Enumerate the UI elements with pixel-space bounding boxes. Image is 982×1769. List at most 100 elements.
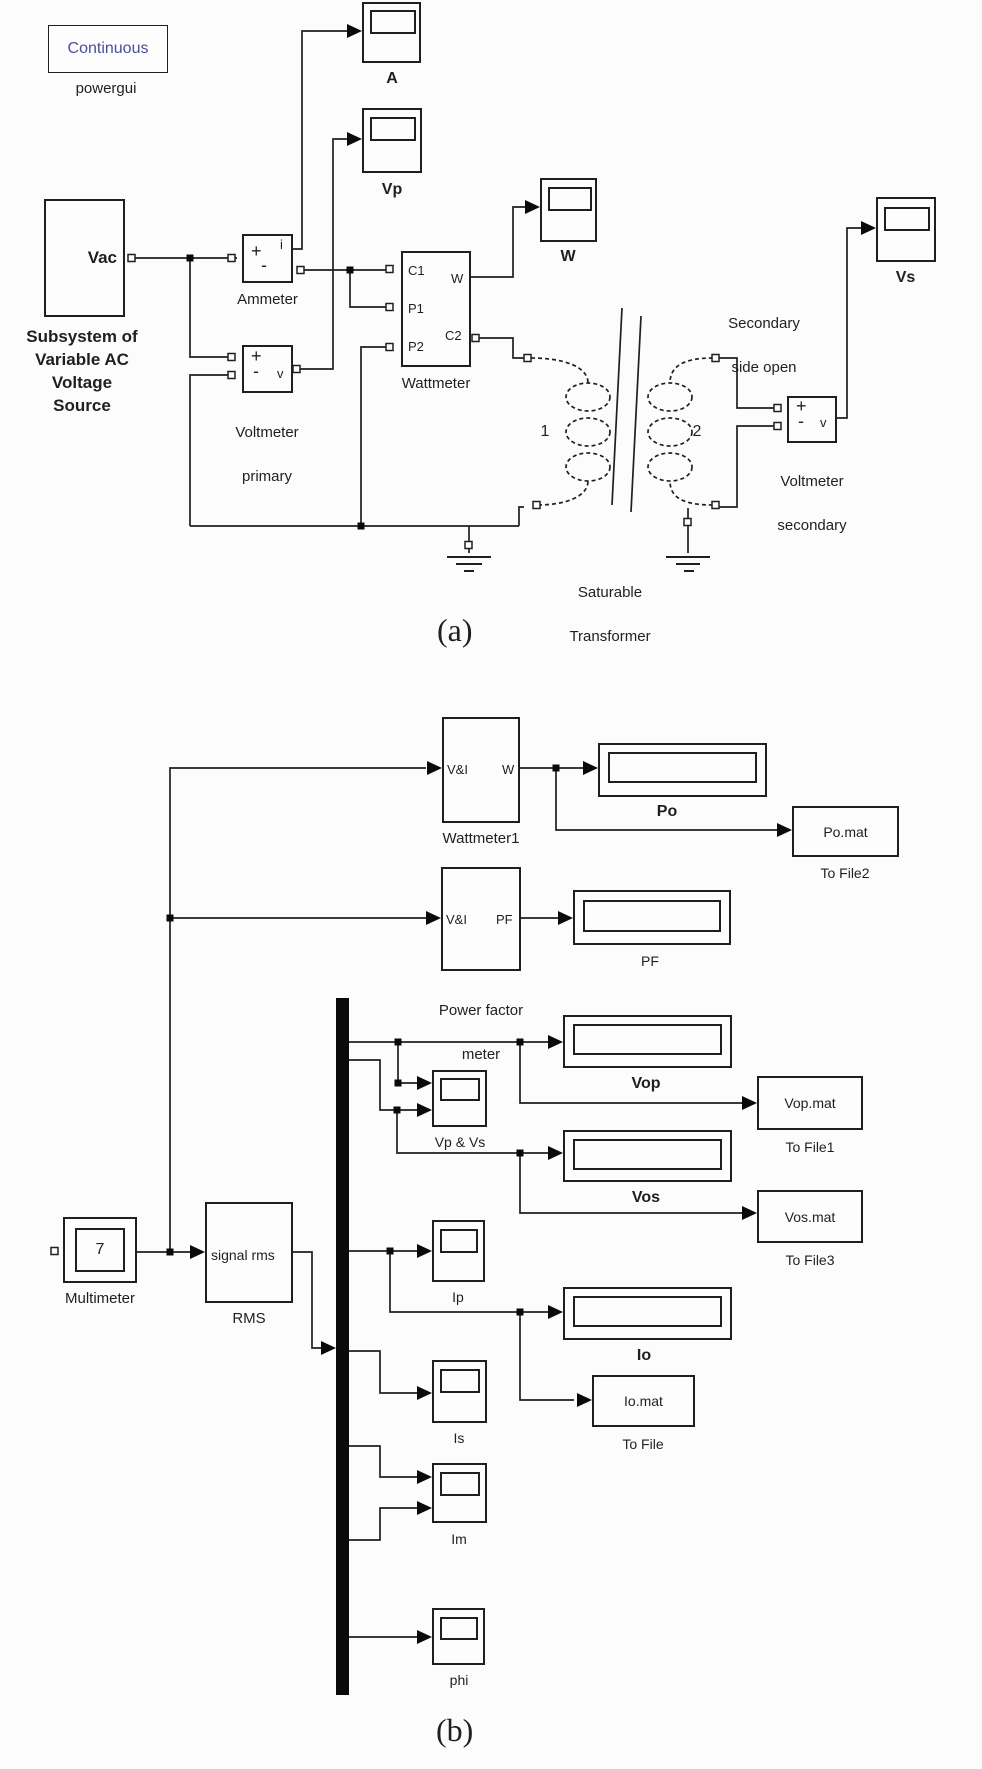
- voltmeter-primary-label: Voltmeter primary: [235, 424, 299, 485]
- winding-2-number: 2: [692, 423, 702, 440]
- wire-arrowheads: [190, 24, 876, 1644]
- wattmeter-c2-port-label: C2: [445, 328, 462, 343]
- wattmeter1-block[interactable]: V&I W: [442, 717, 520, 823]
- scope-w-screen: [548, 187, 592, 211]
- scope-a-screen: [370, 10, 416, 34]
- display-pf-readout: [583, 900, 721, 932]
- tofile3-filename: Vos.mat: [784, 1208, 836, 1225]
- pf-meter-vi-port-label: V&I: [446, 912, 467, 927]
- scope-phi-block[interactable]: [432, 1608, 485, 1665]
- demux-bar[interactable]: [336, 998, 349, 1695]
- scope-vp-block[interactable]: [362, 108, 422, 173]
- caption-a: (a): [437, 612, 473, 648]
- signal-wires: [135, 30, 863, 1638]
- tofile3-label: To File3: [785, 1252, 835, 1268]
- display-pf-block[interactable]: [573, 890, 731, 945]
- voltmeter-secondary-label: Voltmeter secondary: [777, 473, 847, 534]
- scope-w-label: W: [560, 248, 576, 265]
- saturable-transformer-icon[interactable]: [530, 307, 714, 513]
- display-io-readout: [573, 1296, 722, 1327]
- display-pf-label: PF: [641, 953, 659, 969]
- scope-im-screen: [440, 1472, 480, 1496]
- ammeter-plus-sign: +: [251, 241, 262, 261]
- voltmeter-primary-block[interactable]: + - v: [242, 345, 293, 393]
- tofile1-label: To File1: [785, 1139, 835, 1155]
- scope-ip-screen: [440, 1229, 478, 1253]
- tofile1-block[interactable]: Vop.mat: [757, 1076, 863, 1130]
- scope-vpvs-block[interactable]: [432, 1070, 487, 1127]
- scope-vs-block[interactable]: [876, 197, 936, 262]
- display-vos-label: Vos: [631, 1189, 661, 1206]
- display-vop-block[interactable]: [563, 1015, 732, 1068]
- power-factor-meter-block[interactable]: V&I PF: [441, 867, 521, 971]
- secondary-side-open-note: Secondary side open: [728, 315, 800, 376]
- multimeter-block[interactable]: 7: [63, 1217, 137, 1283]
- wattmeter1-label: Wattmeter1: [442, 830, 520, 847]
- tofile-block[interactable]: Io.mat: [592, 1375, 695, 1427]
- powergui-block[interactable]: Continuous: [48, 25, 168, 73]
- wattmeter-p2-port-label: P2: [408, 339, 424, 354]
- wattmeter1-vi-port-label: V&I: [447, 762, 468, 777]
- scope-is-block[interactable]: [432, 1360, 487, 1423]
- scope-vp-label: Vp: [381, 181, 403, 198]
- display-io-block[interactable]: [563, 1287, 732, 1340]
- power-factor-meter-label: Power factor meter: [438, 1002, 524, 1063]
- ammeter-label: Ammeter: [237, 291, 298, 308]
- vac-subsystem-label: Subsystem of Variable AC Voltage Source: [26, 327, 138, 415]
- multimeter-label: Multimeter: [64, 1290, 135, 1307]
- vac-subsystem-block[interactable]: Vac: [44, 199, 125, 317]
- voltmeter-secondary-v-port-label: v: [820, 415, 827, 430]
- powergui-mode-text: Continuous: [67, 40, 149, 57]
- scope-a-block[interactable]: [362, 2, 421, 63]
- scope-im-block[interactable]: [432, 1463, 487, 1523]
- wire-junctions: [166, 254, 560, 1316]
- caption-b: (b): [436, 1712, 474, 1748]
- display-vos-block[interactable]: [563, 1130, 732, 1182]
- ammeter-minus-sign: -: [261, 255, 267, 275]
- tofile1-filename: Vop.mat: [784, 1095, 836, 1111]
- wattmeter-c1-port-label: C1: [408, 263, 425, 278]
- voltmeter-secondary-plus-sign: +: [796, 396, 807, 416]
- tofile-filename: Io.mat: [624, 1393, 663, 1409]
- scope-vs-label: Vs: [895, 269, 916, 286]
- scope-vpvs-screen: [440, 1078, 480, 1101]
- pf-meter-pf-port-label: PF: [496, 912, 513, 927]
- rms-label: RMS: [232, 1310, 266, 1327]
- scope-vs-screen: [884, 207, 930, 231]
- scope-is-screen: [440, 1369, 480, 1393]
- tofile2-label: To File2: [820, 865, 870, 881]
- display-vop-readout: [573, 1024, 722, 1055]
- tofile2-block[interactable]: Po.mat: [792, 806, 899, 857]
- voltmeter-secondary-block[interactable]: + - v: [787, 396, 837, 443]
- ammeter-block[interactable]: + - i: [242, 234, 293, 283]
- wattmeter1-w-port-label: W: [502, 762, 515, 777]
- ground-symbol-primary[interactable]: [447, 556, 491, 572]
- powergui-label: powergui: [75, 80, 137, 97]
- scope-ip-label: Ip: [452, 1289, 464, 1305]
- scope-w-block[interactable]: [540, 178, 597, 242]
- display-vop-label: Vop: [631, 1075, 661, 1092]
- display-po-block[interactable]: [598, 743, 767, 797]
- scope-ip-block[interactable]: [432, 1220, 485, 1282]
- tofile3-block[interactable]: Vos.mat: [757, 1190, 863, 1243]
- saturable-transformer-label: Saturable Transformer: [569, 584, 651, 645]
- ammeter-i-port-label: i: [280, 237, 283, 252]
- ground-symbol-secondary[interactable]: [666, 556, 710, 572]
- voltmeter-primary-plus-sign: +: [251, 346, 262, 366]
- voltmeter-primary-minus-sign: -: [253, 361, 259, 381]
- scope-phi-label: phi: [449, 1672, 469, 1688]
- wattmeter-block[interactable]: C1 P1 P2 W C2: [401, 251, 471, 367]
- display-vos-readout: [573, 1139, 722, 1170]
- vac-port-label: Vac: [87, 248, 117, 267]
- voltmeter-primary-v-port-label: v: [277, 366, 284, 381]
- display-po-label: Po: [656, 803, 678, 820]
- rms-port-text: signal rms: [211, 1247, 275, 1263]
- connection-ports: [50, 253, 782, 1256]
- scope-vpvs-label: Vp & Vs: [434, 1134, 486, 1150]
- wattmeter-label: Wattmeter: [401, 375, 471, 392]
- rms-block[interactable]: signal rms: [205, 1202, 293, 1303]
- transformer-core: [611, 307, 642, 513]
- multimeter-count-value: 7: [95, 1241, 105, 1258]
- display-po-readout: [608, 752, 757, 783]
